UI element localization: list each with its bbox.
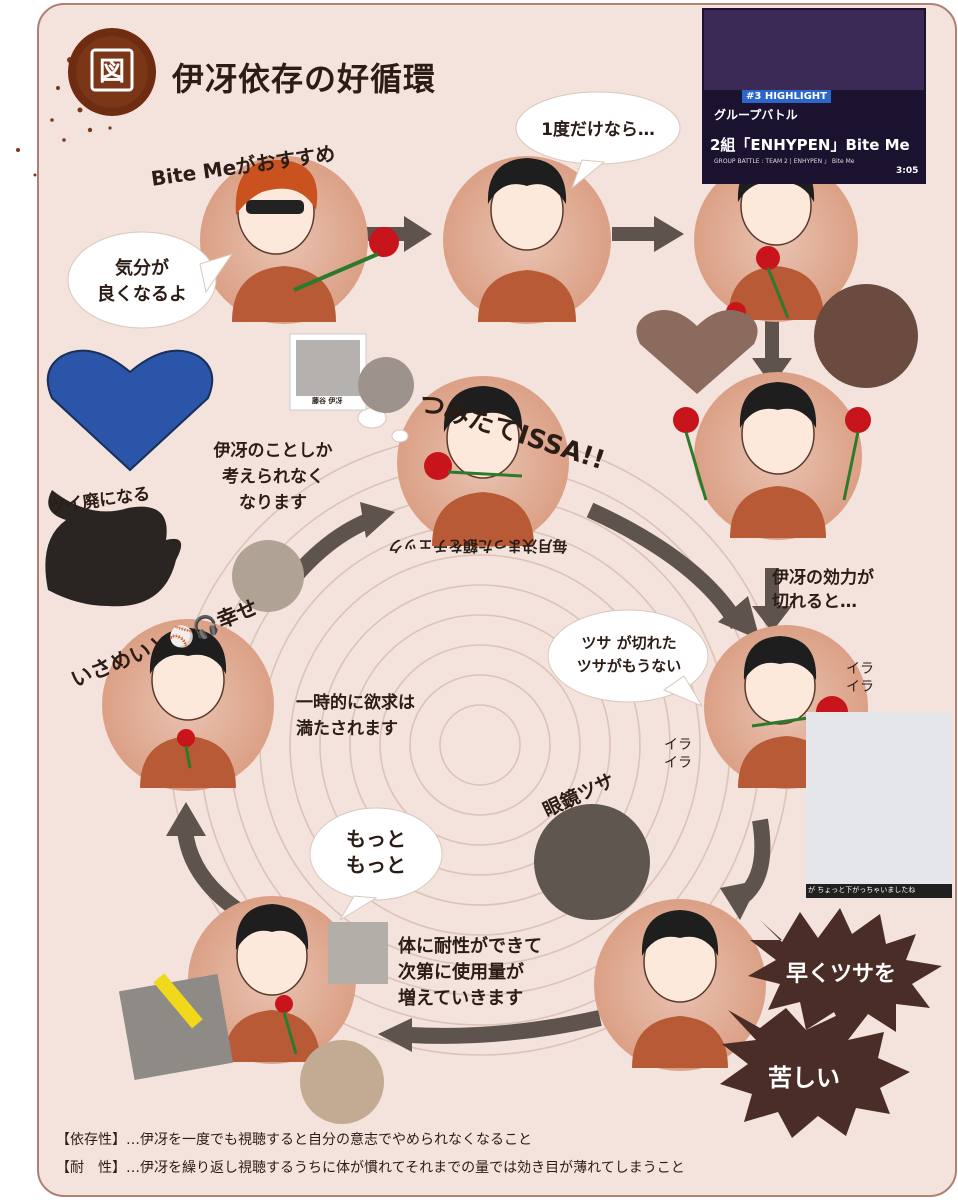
- ira-bottom: イラ イラ: [664, 737, 692, 771]
- center-arc-text: 毎月決まった額をチェック: [388, 537, 568, 555]
- photo-glasses: [534, 804, 650, 920]
- tolerance-text: 体に耐性ができて 次第に使用量が 増えていきます: [398, 936, 542, 1009]
- more-more-bubble: もっと もっと: [346, 827, 406, 877]
- photo-tilted: [118, 974, 234, 1080]
- photo-round-smile: [232, 540, 304, 612]
- speech-bubbles: [67, 91, 709, 921]
- page-title: 伊冴依存の好循環: [172, 60, 437, 98]
- heart-photo-left: [46, 349, 214, 472]
- hurry-label: 早くツサを: [786, 962, 897, 987]
- photo-round-bottom: [300, 1040, 384, 1124]
- photo-caption-isa: 藤谷 伊冴: [312, 397, 343, 405]
- footer-tolerance: 【耐 性】…伊冴を繰り返し視聴するうちに体が慣れてそれまでの量では効き目が薄れて…: [56, 1160, 685, 1176]
- twitter-bird-photo: [45, 490, 182, 607]
- person-figures: [140, 156, 834, 1068]
- bubble-once: 1度だけなら…: [541, 120, 655, 140]
- bubble-feel-good: 気分が 良くなるよ: [97, 258, 187, 305]
- title-badge: [68, 28, 156, 116]
- cloud-photo-right: [814, 284, 918, 388]
- thought-isa: 伊冴のことしか 考えられなく なります: [213, 441, 333, 513]
- painful-label: 苦しい: [768, 1064, 840, 1092]
- starbursts: [720, 908, 942, 1138]
- video-duration[interactable]: 3:05: [896, 166, 919, 176]
- effect-wears-text: 伊冴の効力が 切れると…: [772, 568, 874, 612]
- tsusa-out-bubble: ツサ が切れた ツサがもうない: [576, 634, 682, 675]
- cycle-arrowheads: [166, 502, 760, 1052]
- ira-top: イラ イラ: [846, 661, 874, 695]
- cycle-arrows: [177, 502, 771, 1044]
- video-title-line2: 2組「ENHYPEN」Bite Me: [710, 136, 910, 154]
- footer-dependency: 【依存性】…伊冴を一度でも視聴すると自分の意志でやめられなくなること: [56, 1132, 532, 1148]
- title-badge-label: 図: [98, 57, 125, 87]
- video-highlight-label: #3 HIGHLIGHT: [742, 90, 831, 103]
- photo-produce101: [806, 712, 952, 898]
- photo-round-isa: [358, 357, 414, 413]
- video-title-line3: GROUP BATTLE : TEAM 2 | ENHYPEN 」 Bite M…: [714, 158, 855, 165]
- photo-square-smile: [328, 922, 388, 984]
- video-title-line1: グループバトル: [714, 108, 798, 122]
- produce-subtitle: が ちょっと下がっちゃいましたね: [808, 886, 916, 894]
- satisfied-text: 一時的に欲求は 満たされます: [296, 693, 415, 739]
- footer-notes: 【依存性】…伊冴を一度でも視聴すると自分の意志でやめられなくなること 【耐 性】…: [56, 1126, 946, 1182]
- portrait-photos: [45, 8, 952, 1124]
- heart-photo-right: [636, 310, 758, 394]
